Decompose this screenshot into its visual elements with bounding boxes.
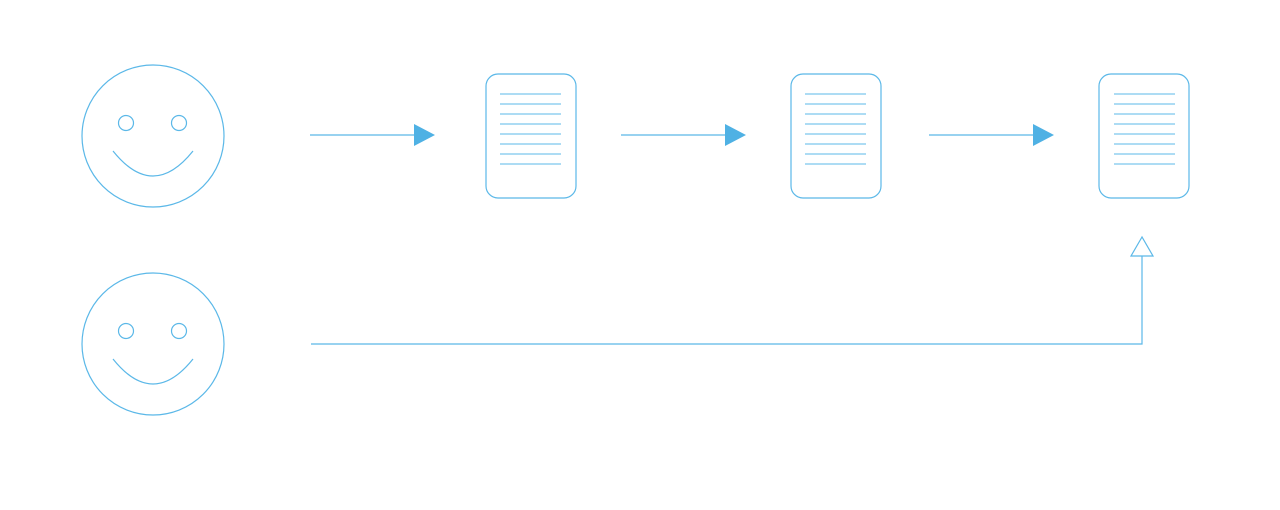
document-1-icon [485,73,577,199]
document-3-icon [1098,73,1190,199]
actor-top-smiley-icon [81,64,225,208]
arrow-document-1-to-document-2 [621,124,746,146]
actor-bottom-smiley-icon [81,272,225,416]
arrow-document-2-to-document-3 [929,124,1054,146]
document-2-icon [790,73,882,199]
arrow-actor-bottom-to-document-3 [311,235,1155,345]
arrow-actor-top-to-document-1 [310,124,435,146]
